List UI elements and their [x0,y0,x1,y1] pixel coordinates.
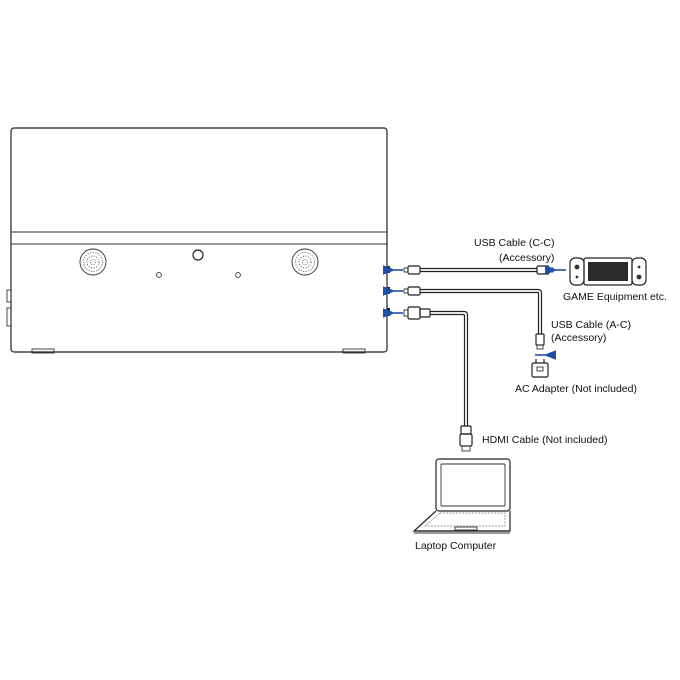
screw-hole-icon [235,272,241,278]
mount-hole-icon [192,249,204,261]
screw-hole-icon [156,272,162,278]
game-label: GAME Equipment etc. [563,291,667,303]
usb-ac-label-line2: (Accessory) [551,332,606,344]
hdmi-cable [403,306,473,452]
monitor-foot [342,348,366,354]
usb-ac-label-line1: USB Cable (A-C) [551,319,631,331]
hdmi-label: HDMI Cable (Not included) [482,434,607,446]
mini-hdmi-port [387,308,390,316]
usb-cc-cable [403,265,554,275]
port-arrows [382,265,403,318]
usb-cc-label-line1: USB Cable (C-C) [474,237,555,249]
ac-adapter-label: AC Adapter (Not included) [515,383,637,395]
usb-ac-cable [403,286,545,350]
ac-adapter-icon [531,359,549,378]
speaker-right-icon [291,248,319,276]
monitor-foot [31,348,55,354]
laptop-icon [412,458,511,534]
usb-c-port-top [387,266,390,273]
game-device-icon [569,257,647,286]
side-button [6,289,12,303]
speaker-left-icon [79,248,107,276]
monitor [6,127,390,354]
usb-c-port-bottom [387,287,390,294]
side-button [6,307,12,327]
laptop-label: Laptop Computer [415,540,497,552]
usb-cc-label-line2: (Accessory) [499,252,554,264]
